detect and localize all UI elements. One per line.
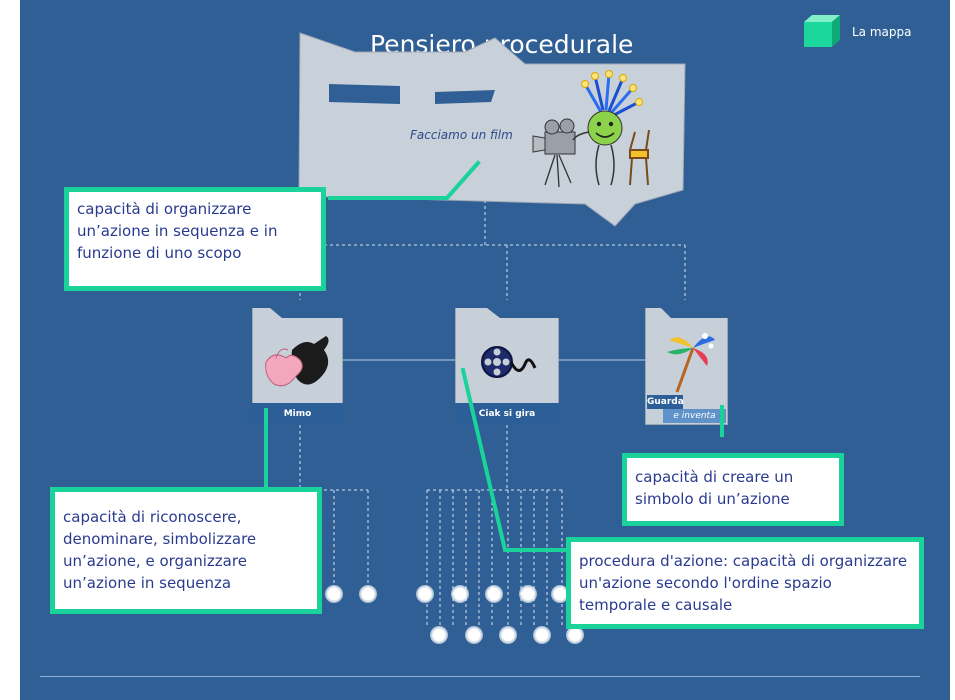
folder-tab-shape xyxy=(645,300,728,318)
folder-tab-shape xyxy=(252,300,343,318)
note-procedura-azione: procedura d'azione: capacità di organizz… xyxy=(566,537,924,629)
note-creare-simbolo: capacità di creare un simbolo di un’azio… xyxy=(622,453,844,526)
card-mimo[interactable]: Mimo xyxy=(252,300,343,425)
glow-dot xyxy=(566,626,584,644)
note-organizzare-azione: capacità di organizzare un’azione in seq… xyxy=(64,187,326,291)
folder-tab-shape xyxy=(455,300,559,318)
cube-icon[interactable] xyxy=(802,14,842,48)
hand-shadow-icon xyxy=(265,336,329,387)
camera-mascot-illustration xyxy=(532,70,650,188)
glow-dot xyxy=(499,626,517,644)
glow-dot xyxy=(465,626,483,644)
glow-dot xyxy=(533,626,551,644)
card-mimo-caption: Mimo xyxy=(252,403,343,425)
glow-dot xyxy=(430,626,448,644)
caption-e-inventa: e inventa xyxy=(663,409,726,423)
main-card[interactable] xyxy=(295,28,695,228)
glow-dot xyxy=(451,585,469,603)
paintbrush-pinwheel-icon xyxy=(667,333,715,393)
footer-divider xyxy=(40,676,920,677)
glow-dot xyxy=(551,585,569,603)
note-riconoscere-azione: capacità di riconoscere, denominare, sim… xyxy=(50,487,322,614)
film-reel-icon xyxy=(481,346,537,378)
main-card-label: Facciamo un film xyxy=(410,128,513,142)
glow-dot xyxy=(325,585,343,603)
mappa-link[interactable]: La mappa xyxy=(852,25,912,39)
glow-dot xyxy=(519,585,537,603)
card-ciak-caption: Ciak si gira xyxy=(455,403,559,425)
card-ciak-si-gira[interactable]: Ciak si gira xyxy=(455,300,559,425)
card-guarda-caption: Guarda e inventa xyxy=(645,395,728,425)
glow-dot xyxy=(416,585,434,603)
glow-dot xyxy=(359,585,377,603)
glow-dot xyxy=(485,585,503,603)
card-guarda-e-inventa[interactable]: Guarda e inventa xyxy=(645,300,728,425)
caption-guarda: Guarda xyxy=(647,395,684,409)
